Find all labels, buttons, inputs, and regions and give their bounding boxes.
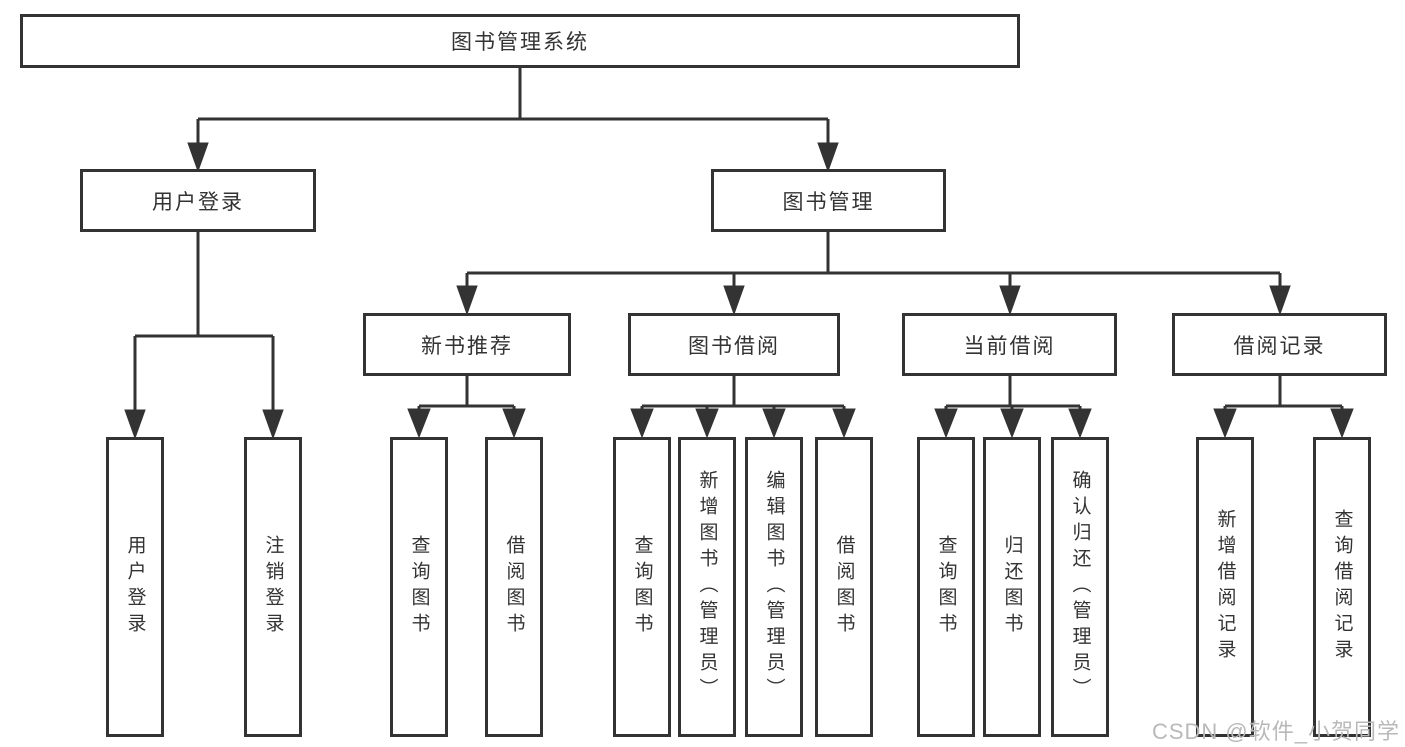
arrowhead-icon — [1213, 408, 1237, 439]
node-new-book-recommend: 新书推荐 — [363, 313, 571, 376]
arrowhead-icon — [407, 408, 431, 439]
node-root-title: 图书管理系统 — [20, 14, 1020, 68]
arrowhead-icon — [1000, 408, 1024, 439]
leaf-confirm-return-admin: 确认归还（管理员） — [1051, 437, 1109, 737]
leaf-add-books-admin: 新增图书（管理员） — [678, 437, 736, 737]
arrowhead-icon — [630, 408, 654, 439]
arrowhead-icon — [262, 409, 284, 440]
new-books-children-connector — [407, 376, 526, 439]
arrowhead-icon — [695, 408, 719, 439]
book-mgmt-children-connector — [456, 232, 1291, 316]
book-borrow-children-connector — [630, 376, 856, 439]
leaf-edit-books-admin: 编辑图书（管理员） — [745, 437, 803, 737]
leaf-query-books-recommend: 查询图书 — [390, 437, 448, 737]
leaf-user-login: 用户登录 — [106, 437, 164, 737]
arrowhead-icon — [1330, 408, 1354, 439]
leaf-query-borrow-record: 查询借阅记录 — [1313, 437, 1371, 737]
leaf-borrow-books: 借阅图书 — [815, 437, 873, 737]
leaf-add-borrow-record: 新增借阅记录 — [1196, 437, 1254, 737]
arrowhead-icon — [187, 142, 209, 173]
arrowhead-icon — [502, 408, 526, 439]
leaf-return-books: 归还图书 — [983, 437, 1041, 737]
arrowhead-icon — [723, 285, 745, 316]
leaf-logout: 注销登录 — [244, 437, 302, 737]
arrowhead-icon — [999, 285, 1021, 316]
leaf-query-books-current: 查询图书 — [917, 437, 975, 737]
user-login-children-connector — [124, 232, 284, 440]
records-children-connector — [1213, 376, 1354, 439]
arrowhead-icon — [817, 142, 839, 173]
arrowhead-icon — [124, 409, 146, 440]
node-current-borrow: 当前借阅 — [902, 313, 1117, 376]
arrowhead-icon — [832, 408, 856, 439]
node-user-login: 用户登录 — [80, 169, 316, 232]
current-borrow-children-connector — [934, 376, 1092, 439]
leaf-query-books-borrow: 查询图书 — [613, 437, 671, 737]
node-book-management: 图书管理 — [711, 169, 946, 232]
arrowhead-icon — [456, 285, 478, 316]
arrowhead-icon — [934, 408, 958, 439]
arrowhead-icon — [762, 408, 786, 439]
root-to-level2-connector — [187, 67, 839, 173]
leaf-borrow-books-recommend: 借阅图书 — [485, 437, 543, 737]
arrowhead-icon — [1269, 285, 1291, 316]
node-borrow-records: 借阅记录 — [1172, 313, 1387, 376]
arrowhead-icon — [1068, 408, 1092, 439]
csdn-watermark: CSDN @软件_小贺同学 — [1151, 719, 1400, 744]
node-book-borrow: 图书借阅 — [628, 313, 840, 376]
